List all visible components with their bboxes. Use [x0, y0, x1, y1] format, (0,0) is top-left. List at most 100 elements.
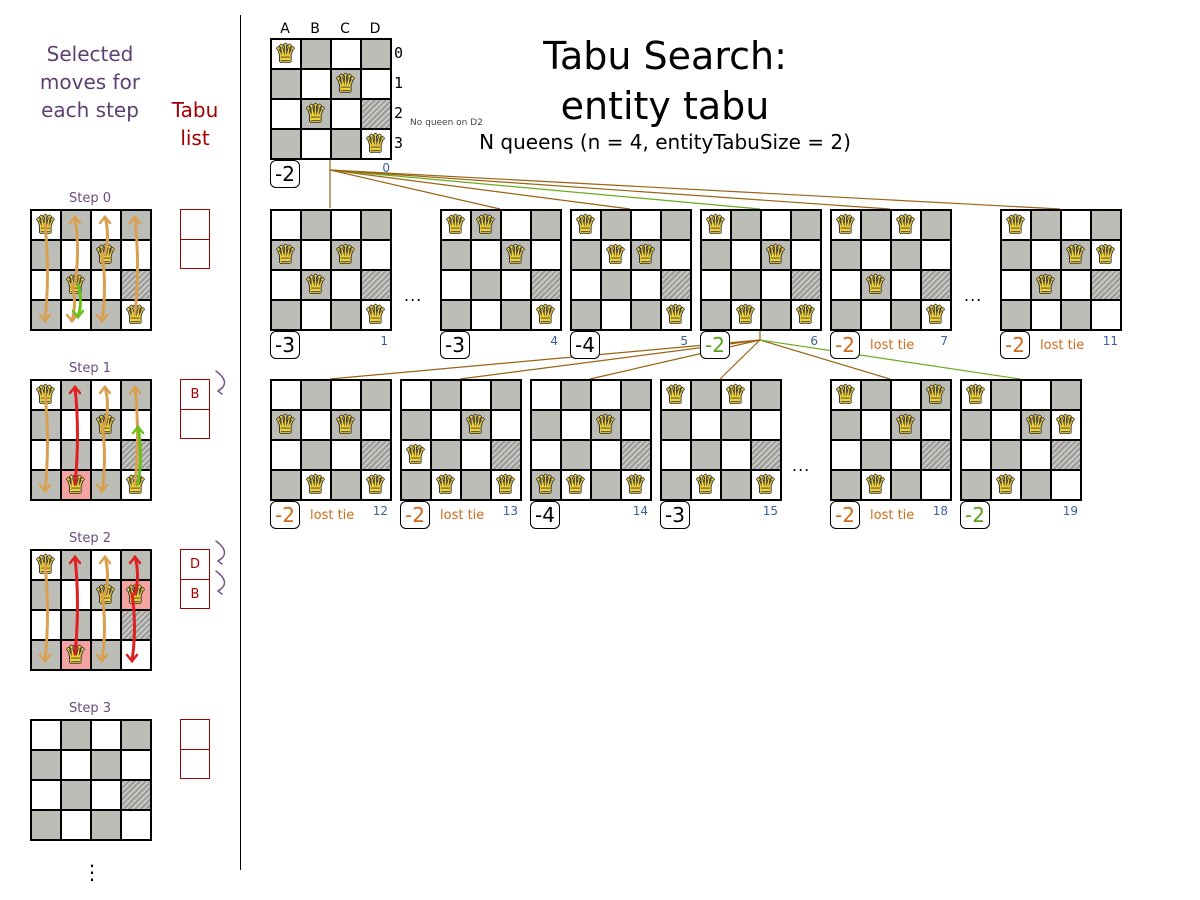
queen-icon: ♛ — [1024, 410, 1047, 439]
board-cell — [300, 439, 331, 470]
queen-icon: ♛ — [364, 470, 387, 499]
board-cell — [30, 749, 61, 780]
move-line — [329, 169, 631, 210]
board-cell — [120, 379, 151, 410]
board-cell — [890, 299, 921, 330]
board-cell: ♛ — [590, 409, 621, 440]
board-cell: ♛ — [500, 239, 531, 270]
board-cell — [750, 409, 781, 440]
board-cell — [400, 379, 431, 410]
score-badge: -2 — [400, 501, 430, 529]
board-cell: ♛ — [330, 68, 361, 99]
move-number: 18 — [932, 504, 948, 518]
board-cell — [90, 469, 121, 500]
board-cell — [860, 439, 891, 470]
score-badge: -4 — [530, 501, 560, 529]
queen-icon: ♛ — [444, 210, 467, 239]
column-label: A — [280, 21, 290, 37]
board-cell — [270, 128, 301, 159]
board-cell: ♛ — [330, 409, 361, 440]
candidate-board-19: ♛♛♛♛ — [960, 379, 1082, 501]
initial-board: ♛♛♛♛ — [270, 38, 392, 160]
board-cell — [60, 239, 91, 270]
tabu-list-entry — [181, 750, 209, 779]
board-cell: ♛ — [1000, 209, 1031, 240]
row-label: 2 — [394, 104, 404, 122]
board-cell — [60, 749, 91, 780]
board-cell — [270, 68, 301, 99]
board-cell — [90, 379, 121, 410]
score-badge: -2 — [700, 331, 730, 359]
selected-moves-heading: Selected moves for each step — [39, 42, 141, 122]
board-cell — [760, 269, 791, 300]
board-cell: ♛ — [430, 469, 461, 500]
board-cell: ♛ — [60, 639, 91, 670]
board-cell — [590, 439, 621, 470]
queen-icon: ♛ — [274, 39, 297, 68]
board-cell — [530, 209, 561, 240]
ellipsis: ... — [792, 456, 811, 475]
ellipsis: ... — [964, 286, 983, 305]
board-cell — [1090, 299, 1121, 330]
board-cell — [790, 209, 821, 240]
score-badge: -2 — [270, 501, 300, 529]
board-cell — [300, 209, 331, 240]
board-cell — [620, 379, 651, 410]
step-board: ♛♛♛♛ — [30, 209, 152, 331]
board-cell — [860, 409, 891, 440]
board-cell — [60, 609, 91, 640]
queen-icon: ♛ — [124, 300, 147, 329]
board-cell — [920, 469, 951, 500]
board-cell: ♛ — [890, 409, 921, 440]
board-cell — [530, 409, 561, 440]
tabu-list-box: B — [180, 379, 210, 439]
score-badge: -3 — [440, 331, 470, 359]
score-badge: -2 — [830, 331, 860, 359]
board-cell — [360, 68, 391, 99]
board-cell — [630, 299, 661, 330]
board-cell — [690, 439, 721, 470]
queen-icon: ♛ — [834, 380, 857, 409]
board-cell — [600, 269, 631, 300]
queen-icon: ♛ — [434, 470, 457, 499]
queen-icon: ♛ — [404, 440, 427, 469]
board-cell — [30, 579, 61, 610]
queen-icon: ♛ — [704, 210, 727, 239]
board-cell — [1050, 469, 1081, 500]
score-badge: -2 — [1000, 331, 1030, 359]
board-cell: ♛ — [530, 469, 561, 500]
board-cell — [440, 269, 471, 300]
board-cell — [490, 409, 521, 440]
board-cell: ♛ — [560, 469, 591, 500]
diagram-subtitle: N queens (n = 4, entityTabuSize = 2) — [479, 130, 851, 154]
board-cell — [700, 239, 731, 270]
move-number: 15 — [762, 504, 778, 518]
board-cell — [430, 379, 461, 410]
board-cell: ♛ — [990, 469, 1021, 500]
board-cell: ♛ — [1020, 409, 1051, 440]
move-number: 11 — [1102, 334, 1118, 348]
board-cell: ♛ — [270, 38, 301, 69]
board-cell — [60, 719, 91, 750]
board-cell: ♛ — [760, 239, 791, 270]
row-label: 0 — [394, 44, 404, 62]
board-cell — [560, 439, 591, 470]
board-cell — [1050, 379, 1081, 410]
board-cell — [270, 299, 301, 330]
queen-icon: ♛ — [34, 210, 57, 239]
board-cell — [700, 299, 731, 330]
queen-icon: ♛ — [594, 410, 617, 439]
queen-icon: ♛ — [364, 129, 387, 158]
board-cell — [730, 209, 761, 240]
board-cell — [90, 439, 121, 470]
board-cell — [990, 379, 1021, 410]
step-board — [30, 719, 152, 841]
lost-tie-label: lost tie — [870, 338, 915, 353]
board-cell — [430, 439, 461, 470]
board-cell: ♛ — [1060, 239, 1091, 270]
score-badge: -3 — [270, 331, 300, 359]
lost-tie-label: lost tie — [310, 508, 355, 523]
move-number: 5 — [680, 334, 688, 348]
more-steps-ellipsis: ⋮ — [82, 860, 102, 884]
board-cell: ♛ — [660, 299, 691, 330]
